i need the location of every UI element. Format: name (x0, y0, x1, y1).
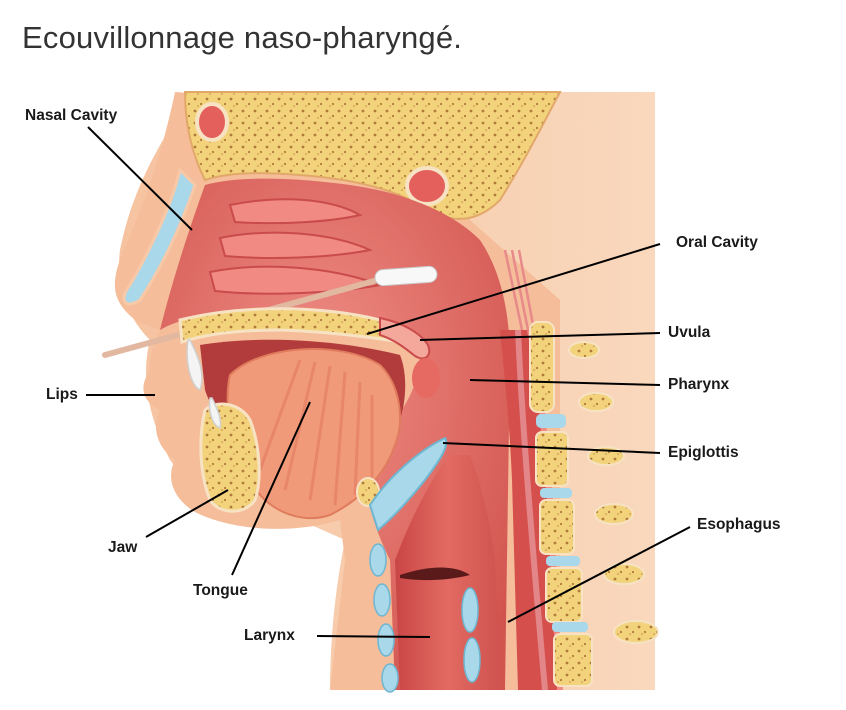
label-oral-cavity: Oral Cavity (676, 234, 758, 251)
leader-epiglottis (442, 442, 661, 454)
soft-palate (379, 316, 431, 360)
leader-uvula (419, 332, 661, 341)
label-tongue: Tongue (193, 582, 248, 599)
page-title: Ecouvillonnage naso-pharyngé. (22, 20, 463, 55)
leader-pharynx (469, 379, 661, 386)
vertebral-column (529, 321, 659, 687)
leader-esophagus (507, 526, 691, 623)
swab-tip (374, 265, 438, 287)
label-nasal-cavity: Nasal Cavity (25, 107, 118, 124)
turbinate-middle (218, 231, 374, 259)
mandible (199, 402, 261, 513)
tracheal-rings (369, 543, 481, 693)
nasal-cartilage (122, 167, 197, 306)
label-lips: Lips (46, 386, 78, 403)
leader-larynx (316, 635, 431, 638)
label-epiglottis: Epiglottis (668, 444, 739, 461)
vocal-fold (400, 567, 470, 581)
label-esophagus: Esophagus (697, 516, 781, 533)
lower-incisor (208, 397, 222, 429)
tonsil (412, 358, 440, 398)
leader-tongue (231, 401, 311, 576)
upper-incisor (186, 339, 203, 392)
leader-nasal-cavity (87, 126, 193, 231)
label-uvula: Uvula (668, 324, 711, 341)
skull-bone (183, 91, 562, 220)
leader-jaw (145, 489, 229, 538)
label-jaw: Jaw (108, 539, 138, 556)
spinal-cord (515, 329, 548, 691)
epiglottis-shape (368, 436, 448, 532)
label-pharynx: Pharynx (668, 376, 730, 393)
sphenoid-sinus (405, 166, 449, 206)
label-larynx: Larynx (244, 627, 295, 644)
turbinate-upper (228, 198, 363, 225)
leader-oral-cavity (366, 243, 661, 335)
frontal-sinus (195, 102, 229, 142)
